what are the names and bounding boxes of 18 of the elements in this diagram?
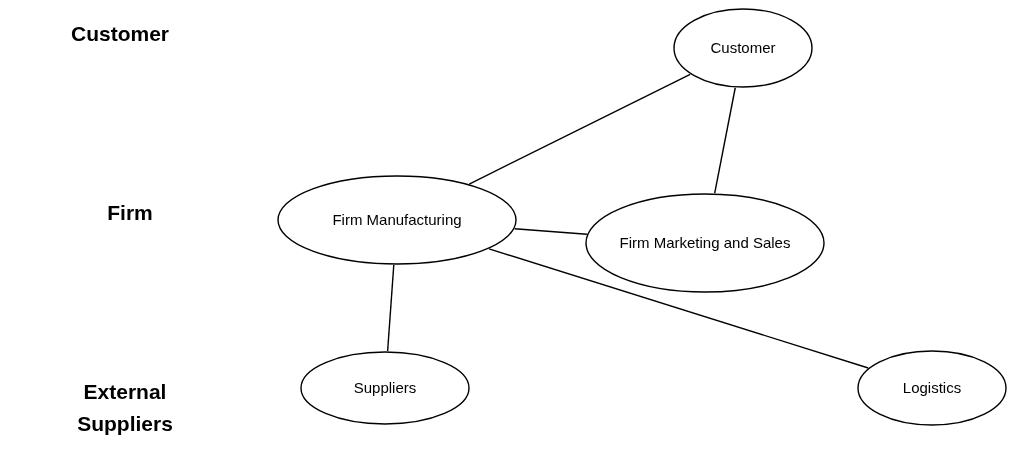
node-label: Suppliers — [352, 378, 418, 399]
level-label: Customer — [70, 21, 170, 47]
node-label: Firm Marketing and Sales — [618, 233, 792, 254]
level-label: Firm — [106, 200, 154, 226]
node-label: Firm Manufacturing — [331, 210, 463, 231]
node-label: Logistics — [901, 378, 963, 399]
connector-line — [714, 87, 736, 194]
ellipse-node — [585, 193, 825, 293]
connector-line — [514, 228, 588, 235]
node-label: Customer — [709, 38, 777, 59]
ellipse-node — [673, 8, 813, 88]
ellipse-node — [277, 175, 517, 265]
connector-line — [386, 264, 395, 352]
connector-line — [468, 73, 691, 185]
connector-line — [488, 248, 869, 369]
level-label: External Suppliers — [76, 379, 174, 437]
ellipse-node — [857, 350, 1007, 426]
ellipse-node — [300, 351, 470, 425]
